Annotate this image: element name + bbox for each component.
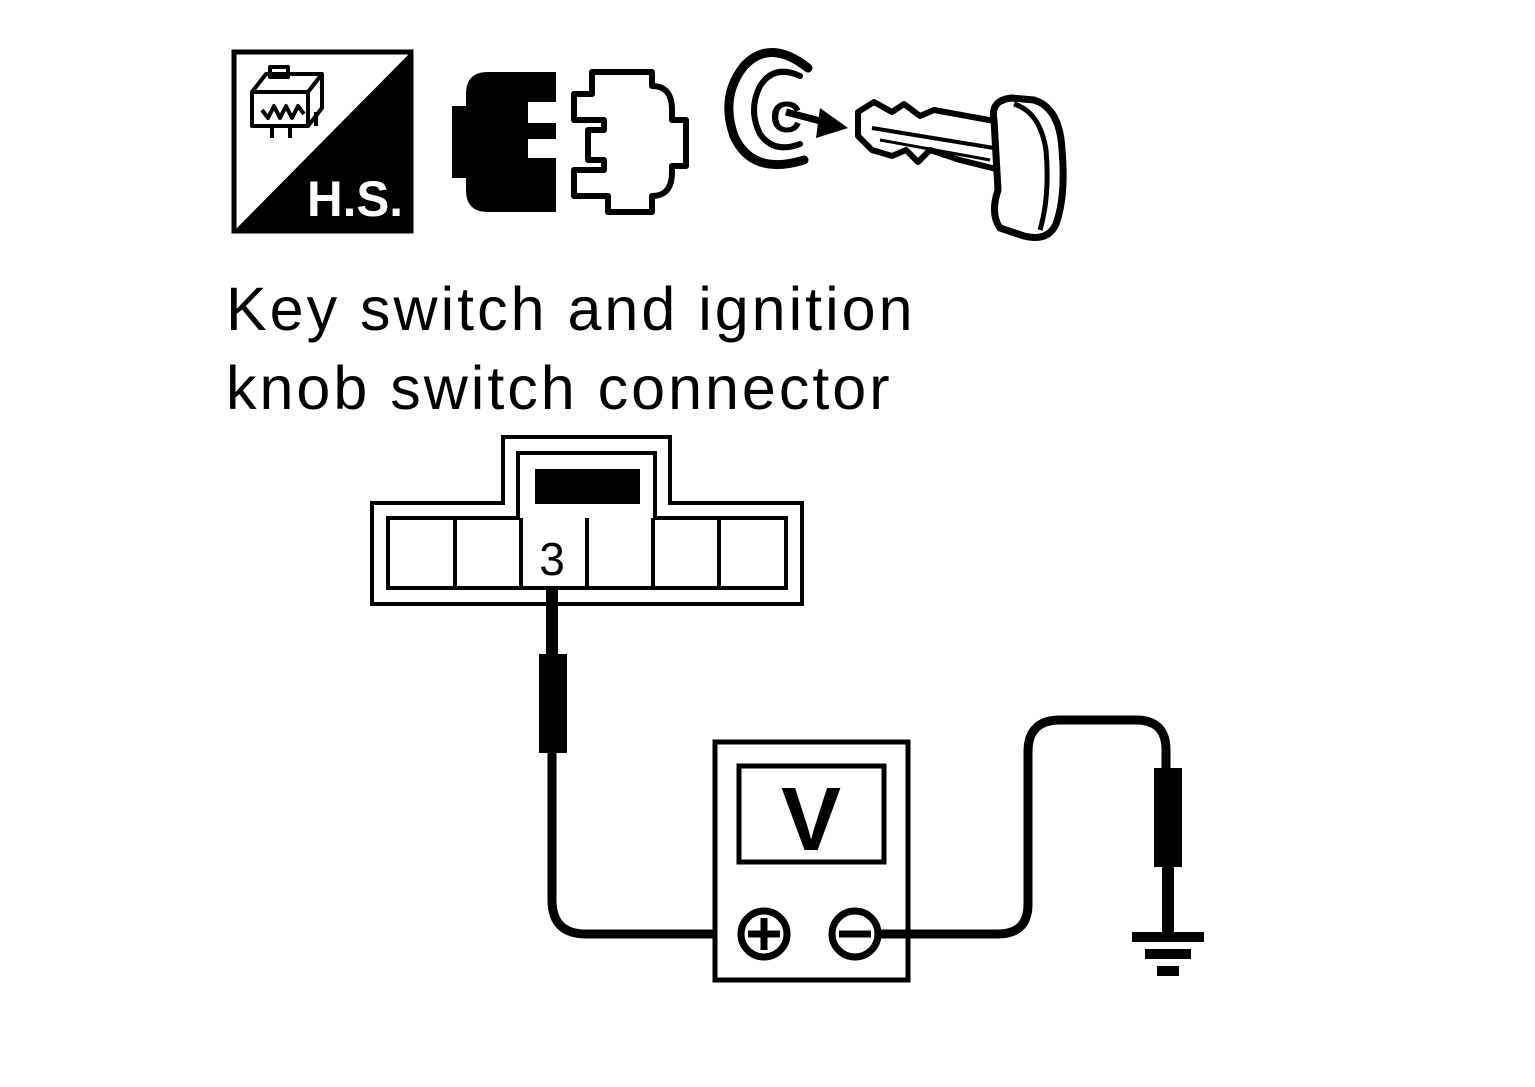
disconnect-connector-icon [452, 69, 689, 215]
negative-probe [878, 715, 1182, 939]
harness-connector-icon: H.S. [231, 49, 414, 234]
terminal-number: 3 [539, 533, 565, 585]
ignition-key-remove-icon: C [724, 48, 1067, 241]
voltmeter-display: V [781, 770, 841, 870]
negative-terminal-icon [828, 907, 882, 961]
connector-lock-tab [535, 469, 640, 504]
positive-terminal-icon [737, 907, 791, 961]
positive-probe [539, 590, 718, 939]
voltmeter: V [712, 739, 911, 983]
connector-caption-line-2: knob switch connector [226, 354, 893, 422]
connector-caption-line-1: Key switch and ignition [226, 275, 916, 343]
harness-label: H.S. [307, 171, 403, 227]
ground-symbol-icon [1132, 932, 1204, 976]
key-switch-connector: 3 [370, 435, 804, 606]
